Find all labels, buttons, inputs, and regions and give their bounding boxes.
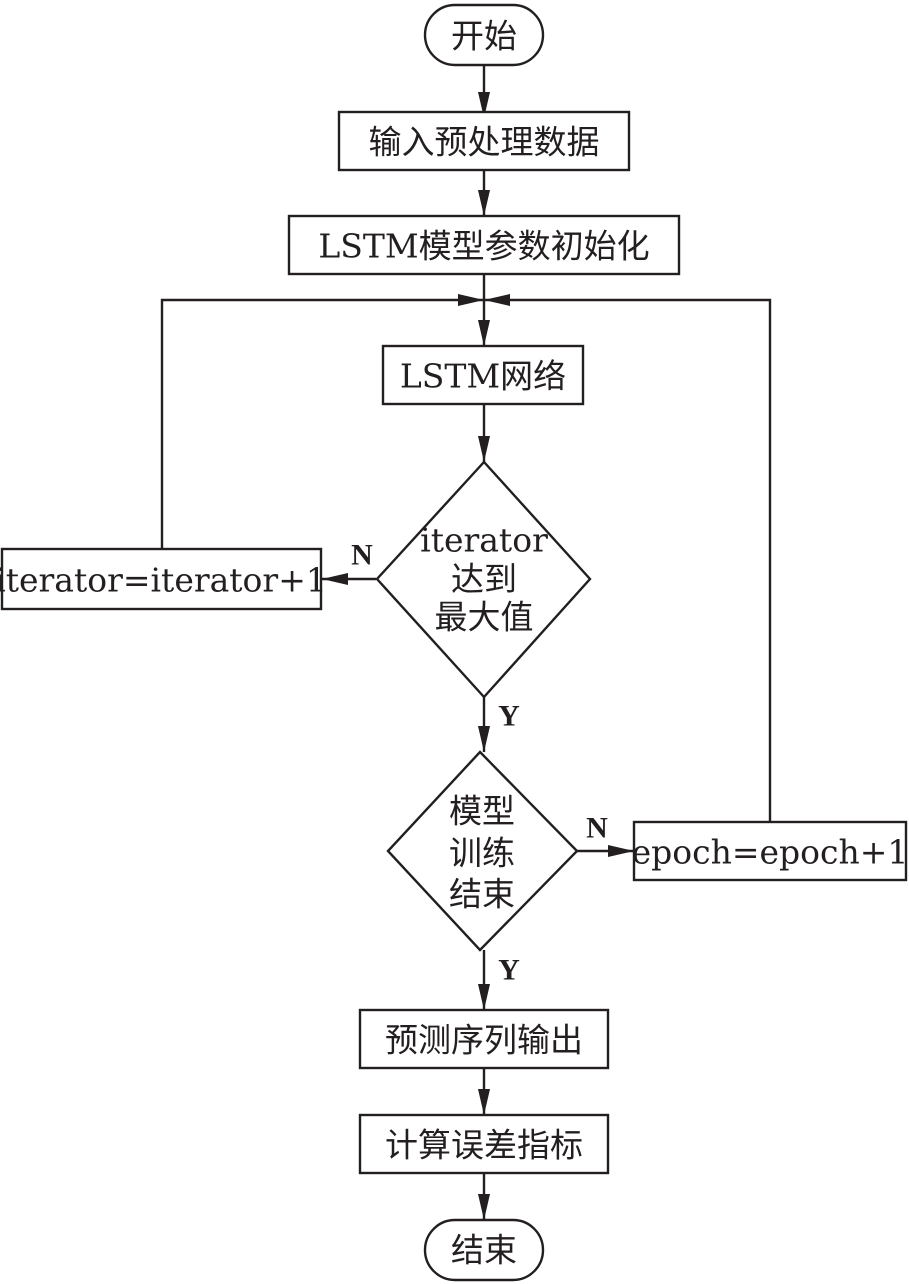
metrics-label: 计算误差指标: [385, 1126, 583, 1165]
arrow-head: [478, 1089, 490, 1115]
process-shape: [0, 547, 323, 611]
process-shape: [358, 1113, 610, 1175]
branch-label-no: N: [586, 812, 608, 845]
node-end: 结束: [423, 1218, 545, 1282]
arrow-head: [478, 984, 490, 1010]
iter-check-line-1: iterator: [420, 521, 548, 560]
epoch-inc-label: epoch=epoch+1: [632, 833, 909, 872]
arrow-head: [478, 92, 490, 118]
iter-check-line-3: 最大值: [435, 598, 534, 637]
process-shape: [632, 820, 908, 882]
arrow-head: [478, 190, 490, 216]
branch-label-no: N: [351, 539, 373, 572]
branch-label-yes: Y: [498, 700, 520, 733]
decision-shape: [375, 460, 592, 699]
decision-shape: [386, 750, 579, 952]
branch-label-yes: Y: [498, 954, 520, 987]
arrow-head: [458, 294, 484, 306]
iter-inc-label: iterator=iterator+1: [0, 561, 327, 600]
train-check-line-2: 训练: [449, 834, 515, 873]
node-iter-inc: iterator=iterator+1: [0, 547, 327, 611]
arrow-head: [478, 726, 490, 752]
arrow-head: [478, 1194, 490, 1220]
network-label: LSTM网络: [400, 357, 566, 396]
edge-epochinc-loop: [484, 298, 772, 822]
edge-iterinc-loop: [160, 298, 484, 549]
iter-check-line-2: 达到: [451, 560, 517, 599]
train-check-line-3: 结束: [449, 875, 515, 914]
terminal-shape: [423, 3, 545, 67]
predict-label: 预测序列输出: [385, 1021, 583, 1060]
node-init: LSTM模型参数初始化: [287, 214, 681, 276]
end-label: 结束: [451, 1231, 517, 1270]
terminal-shape: [423, 1218, 545, 1282]
node-iter-check: iterator 达到 最大值: [375, 460, 592, 699]
process-shape: [287, 214, 681, 276]
node-network: LSTM网络: [381, 344, 585, 406]
arrow-head: [608, 845, 634, 857]
arrow-head: [478, 320, 490, 346]
arrow-head: [322, 573, 348, 585]
arrow-head: [478, 436, 490, 462]
node-train-check: 模型 训练 结束: [386, 750, 579, 952]
arrow-head: [484, 294, 510, 306]
connectors: [160, 66, 772, 1220]
process-shape: [337, 110, 631, 172]
node-input: 输入预处理数据: [337, 110, 631, 172]
start-label: 开始: [451, 17, 517, 56]
node-predict: 预测序列输出: [358, 1008, 610, 1070]
node-start: 开始: [423, 3, 545, 67]
node-metrics: 计算误差指标: [358, 1113, 610, 1175]
node-epoch-inc: epoch=epoch+1: [632, 820, 909, 882]
init-label: LSTM模型参数初始化: [318, 227, 649, 266]
process-shape: [358, 1008, 610, 1070]
train-check-line-1: 模型: [449, 792, 515, 831]
process-shape: [381, 344, 585, 406]
input-label: 输入预处理数据: [369, 123, 600, 162]
